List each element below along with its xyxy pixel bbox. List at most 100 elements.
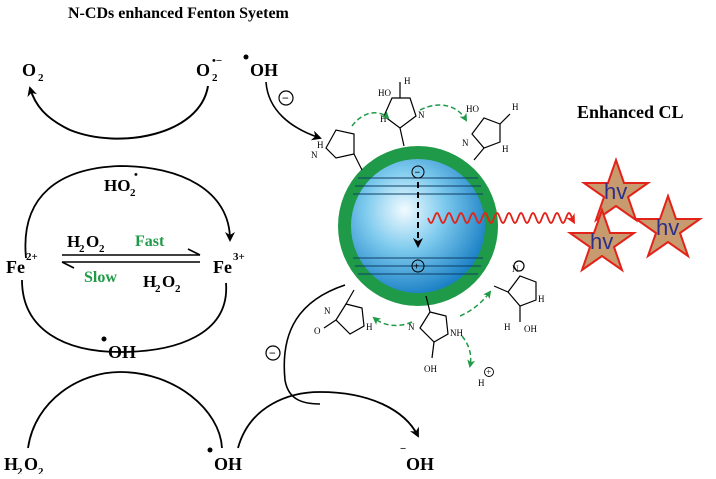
svg-text:2+: 2+ xyxy=(26,251,38,263)
surface-group-1: H N xyxy=(311,129,363,171)
svg-text:hv: hv xyxy=(656,215,679,240)
oh-attack-arrow xyxy=(265,81,322,141)
svg-text:H: H xyxy=(504,322,511,332)
surface-group-3: HO H N H xyxy=(462,102,519,161)
o2-label: O 2 xyxy=(22,60,44,84)
diagram-title: N-CDs enhanced Fenton Syetem xyxy=(68,5,290,22)
svg-text:+: + xyxy=(414,262,420,273)
svg-text:N: N xyxy=(324,306,331,316)
proton-label: H + xyxy=(478,367,494,388)
svg-text:2: 2 xyxy=(38,72,44,84)
svg-text:H: H xyxy=(538,294,545,304)
svg-text:HO: HO xyxy=(104,176,130,195)
svg-text:O: O xyxy=(162,272,175,291)
svg-text:O: O xyxy=(22,60,36,80)
svg-text:N: N xyxy=(418,110,425,120)
svg-text:H: H xyxy=(4,454,18,474)
photon-star-3: hv xyxy=(632,192,704,259)
fast-label: Fast xyxy=(135,233,165,250)
hydroxyl-radical-top-label: OH xyxy=(243,54,278,80)
slow-label: Slow xyxy=(84,269,117,286)
svg-text:•: • xyxy=(134,169,138,181)
svg-text:O: O xyxy=(86,232,99,251)
vb-hole: + xyxy=(411,259,425,273)
carbon-dot: − + xyxy=(338,146,498,306)
svg-text:2: 2 xyxy=(38,466,44,474)
svg-text:2: 2 xyxy=(155,283,161,295)
electron-minus-bottom: − xyxy=(265,345,281,361)
svg-text:H: H xyxy=(366,322,373,332)
svg-text:H: H xyxy=(502,144,509,154)
svg-text:NH: NH xyxy=(450,328,463,338)
star-3-shape xyxy=(632,192,704,259)
surface-group-2: HO H H N xyxy=(378,76,425,147)
green-arrow-4 xyxy=(372,316,413,327)
green-arrow-1 xyxy=(351,110,390,127)
svg-text:hv: hv xyxy=(604,179,627,204)
svg-text:−: − xyxy=(400,443,406,455)
svg-text:OH: OH xyxy=(108,342,136,362)
lower-cycle-path xyxy=(21,279,227,353)
svg-text:H: H xyxy=(478,378,485,388)
green-arrow-2 xyxy=(419,104,467,122)
surface-group-6: O N H xyxy=(314,289,373,336)
svg-text:OH: OH xyxy=(406,454,434,474)
svg-text:2: 2 xyxy=(175,283,181,295)
svg-text:hv: hv xyxy=(590,229,613,254)
svg-text:2: 2 xyxy=(212,72,218,84)
h2o2-bottom-label: H 2 O 2 xyxy=(143,272,181,295)
superoxide-label: O 2 •− xyxy=(196,55,222,84)
svg-text:N: N xyxy=(462,138,469,148)
hydroxyl-radical-bottom-label: OH xyxy=(207,447,242,474)
lower-arc-right xyxy=(237,391,419,449)
svg-text:N: N xyxy=(311,150,318,160)
svg-text:−: − xyxy=(282,91,289,105)
svg-text:H: H xyxy=(317,140,324,150)
svg-text:HO: HO xyxy=(466,104,479,114)
svg-text:−: − xyxy=(415,168,421,179)
surface-group-4: N H H OH xyxy=(493,260,545,334)
svg-text:H: H xyxy=(143,272,156,291)
upper-arc-arrow xyxy=(27,85,209,140)
svg-text:HO: HO xyxy=(378,88,391,98)
lower-arc-left xyxy=(27,371,223,449)
ho2-radical-label: HO 2 • xyxy=(104,169,138,199)
svg-text:−: − xyxy=(269,346,276,360)
svg-text:N: N xyxy=(408,322,415,332)
surface-group-5: OH N NH xyxy=(408,295,463,374)
h2o2-top-label: H 2 O 2 xyxy=(67,232,105,255)
svg-text:H: H xyxy=(67,232,80,251)
green-arrow-3 xyxy=(459,290,492,317)
svg-text:2: 2 xyxy=(79,243,85,255)
svg-text:H: H xyxy=(512,102,519,112)
svg-text:OH: OH xyxy=(250,60,278,80)
photon-star-2: hv xyxy=(566,206,638,273)
svg-text:O: O xyxy=(314,326,321,336)
svg-text:O: O xyxy=(24,454,38,474)
electron-transfer-path xyxy=(283,284,346,405)
svg-text:Fe: Fe xyxy=(6,257,25,277)
photon-star-1: hv xyxy=(580,156,652,223)
enhanced-cl-label: Enhanced CL xyxy=(577,102,684,122)
hydroxyl-radical-mid-label: OH xyxy=(101,336,136,362)
svg-text:O: O xyxy=(196,60,210,80)
electron-minus-top: − xyxy=(278,90,294,106)
svg-text:OH: OH xyxy=(524,324,537,334)
emission-wave xyxy=(427,211,575,225)
svg-text:H: H xyxy=(404,76,411,86)
svg-text:OH: OH xyxy=(424,364,437,374)
svg-text:2: 2 xyxy=(17,466,23,474)
equilibrium-arrows xyxy=(61,248,201,269)
cb-electron: − xyxy=(411,165,425,179)
svg-text:•−: •− xyxy=(212,55,222,67)
svg-text:+: + xyxy=(486,367,491,377)
star-1-shape xyxy=(580,156,652,223)
svg-text:2: 2 xyxy=(99,243,105,255)
hydroxide-anion-label: − OH xyxy=(400,443,434,474)
svg-text:Fe: Fe xyxy=(213,257,232,277)
svg-text:OH: OH xyxy=(214,454,242,474)
svg-text:2: 2 xyxy=(130,187,136,199)
upper-cycle-arrow xyxy=(24,165,235,259)
